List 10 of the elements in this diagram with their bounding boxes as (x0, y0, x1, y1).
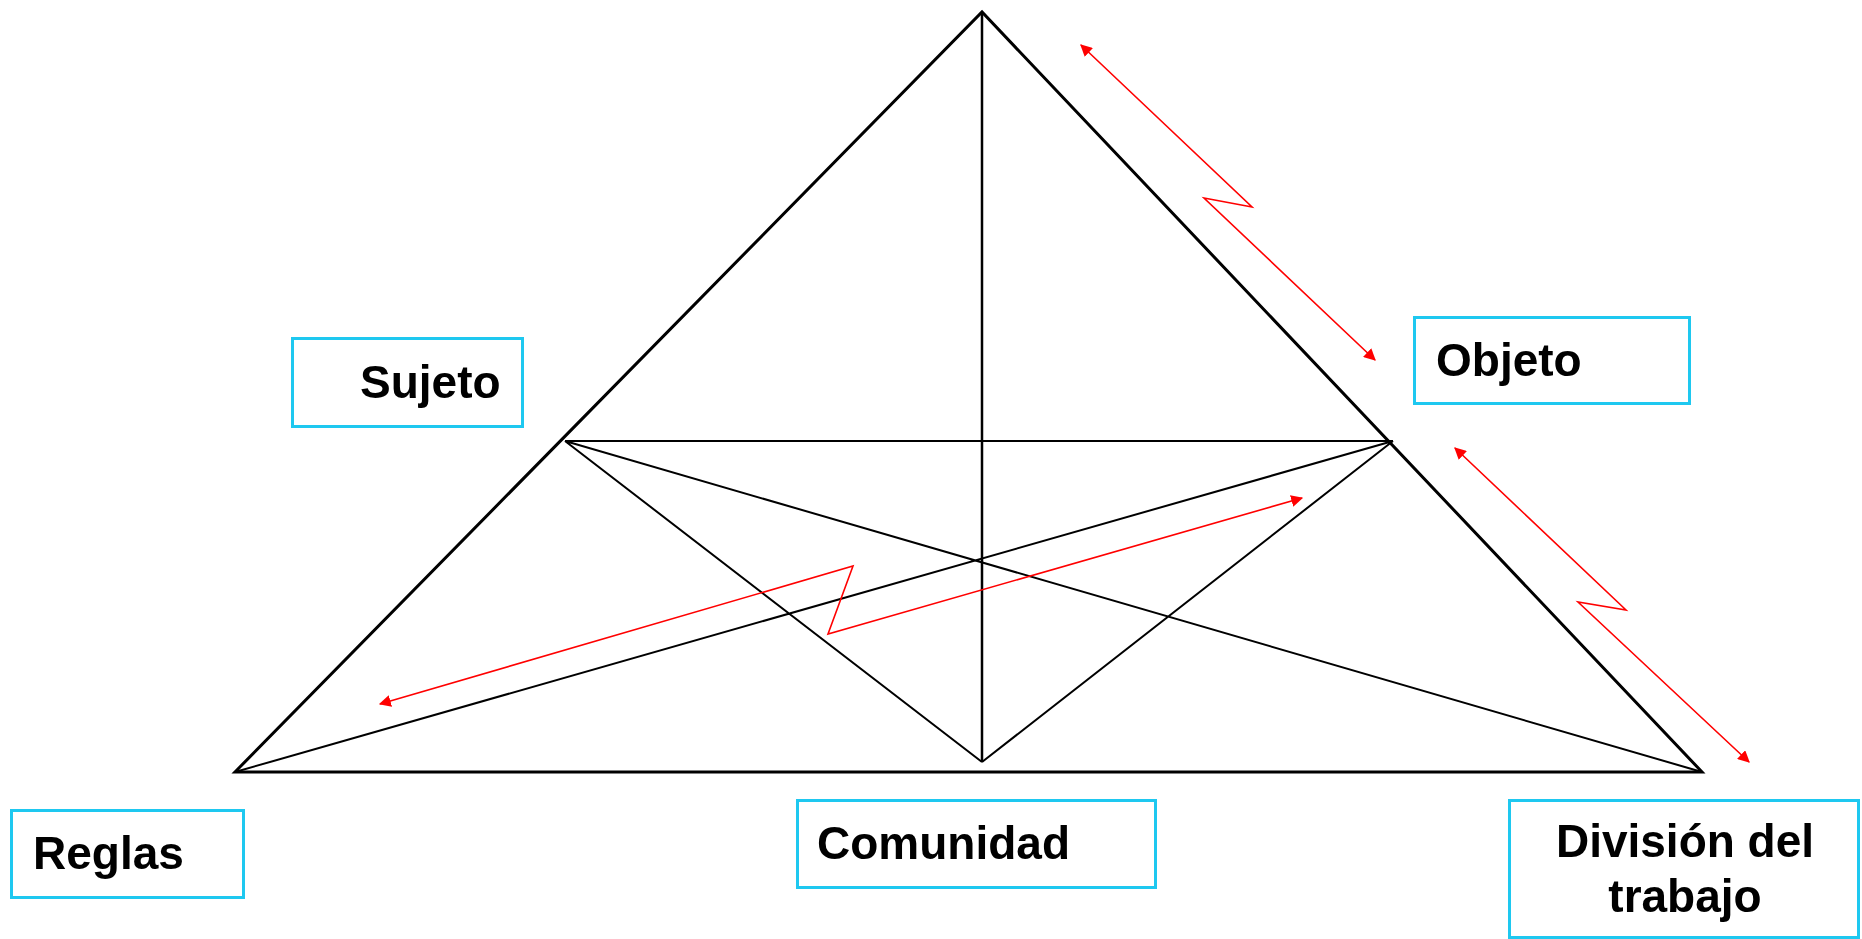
label-box (1413, 316, 1691, 405)
label-box (796, 799, 1157, 889)
label-box (291, 337, 524, 428)
label-box (10, 809, 245, 899)
node-label: Objeto (1436, 332, 1582, 388)
node-label: Reglas (33, 826, 184, 882)
node-label: Comunidad (817, 816, 1070, 872)
node-label: Sujeto (360, 354, 501, 410)
node-label: División del trabajo (1554, 813, 1816, 924)
label-box (1508, 799, 1860, 939)
